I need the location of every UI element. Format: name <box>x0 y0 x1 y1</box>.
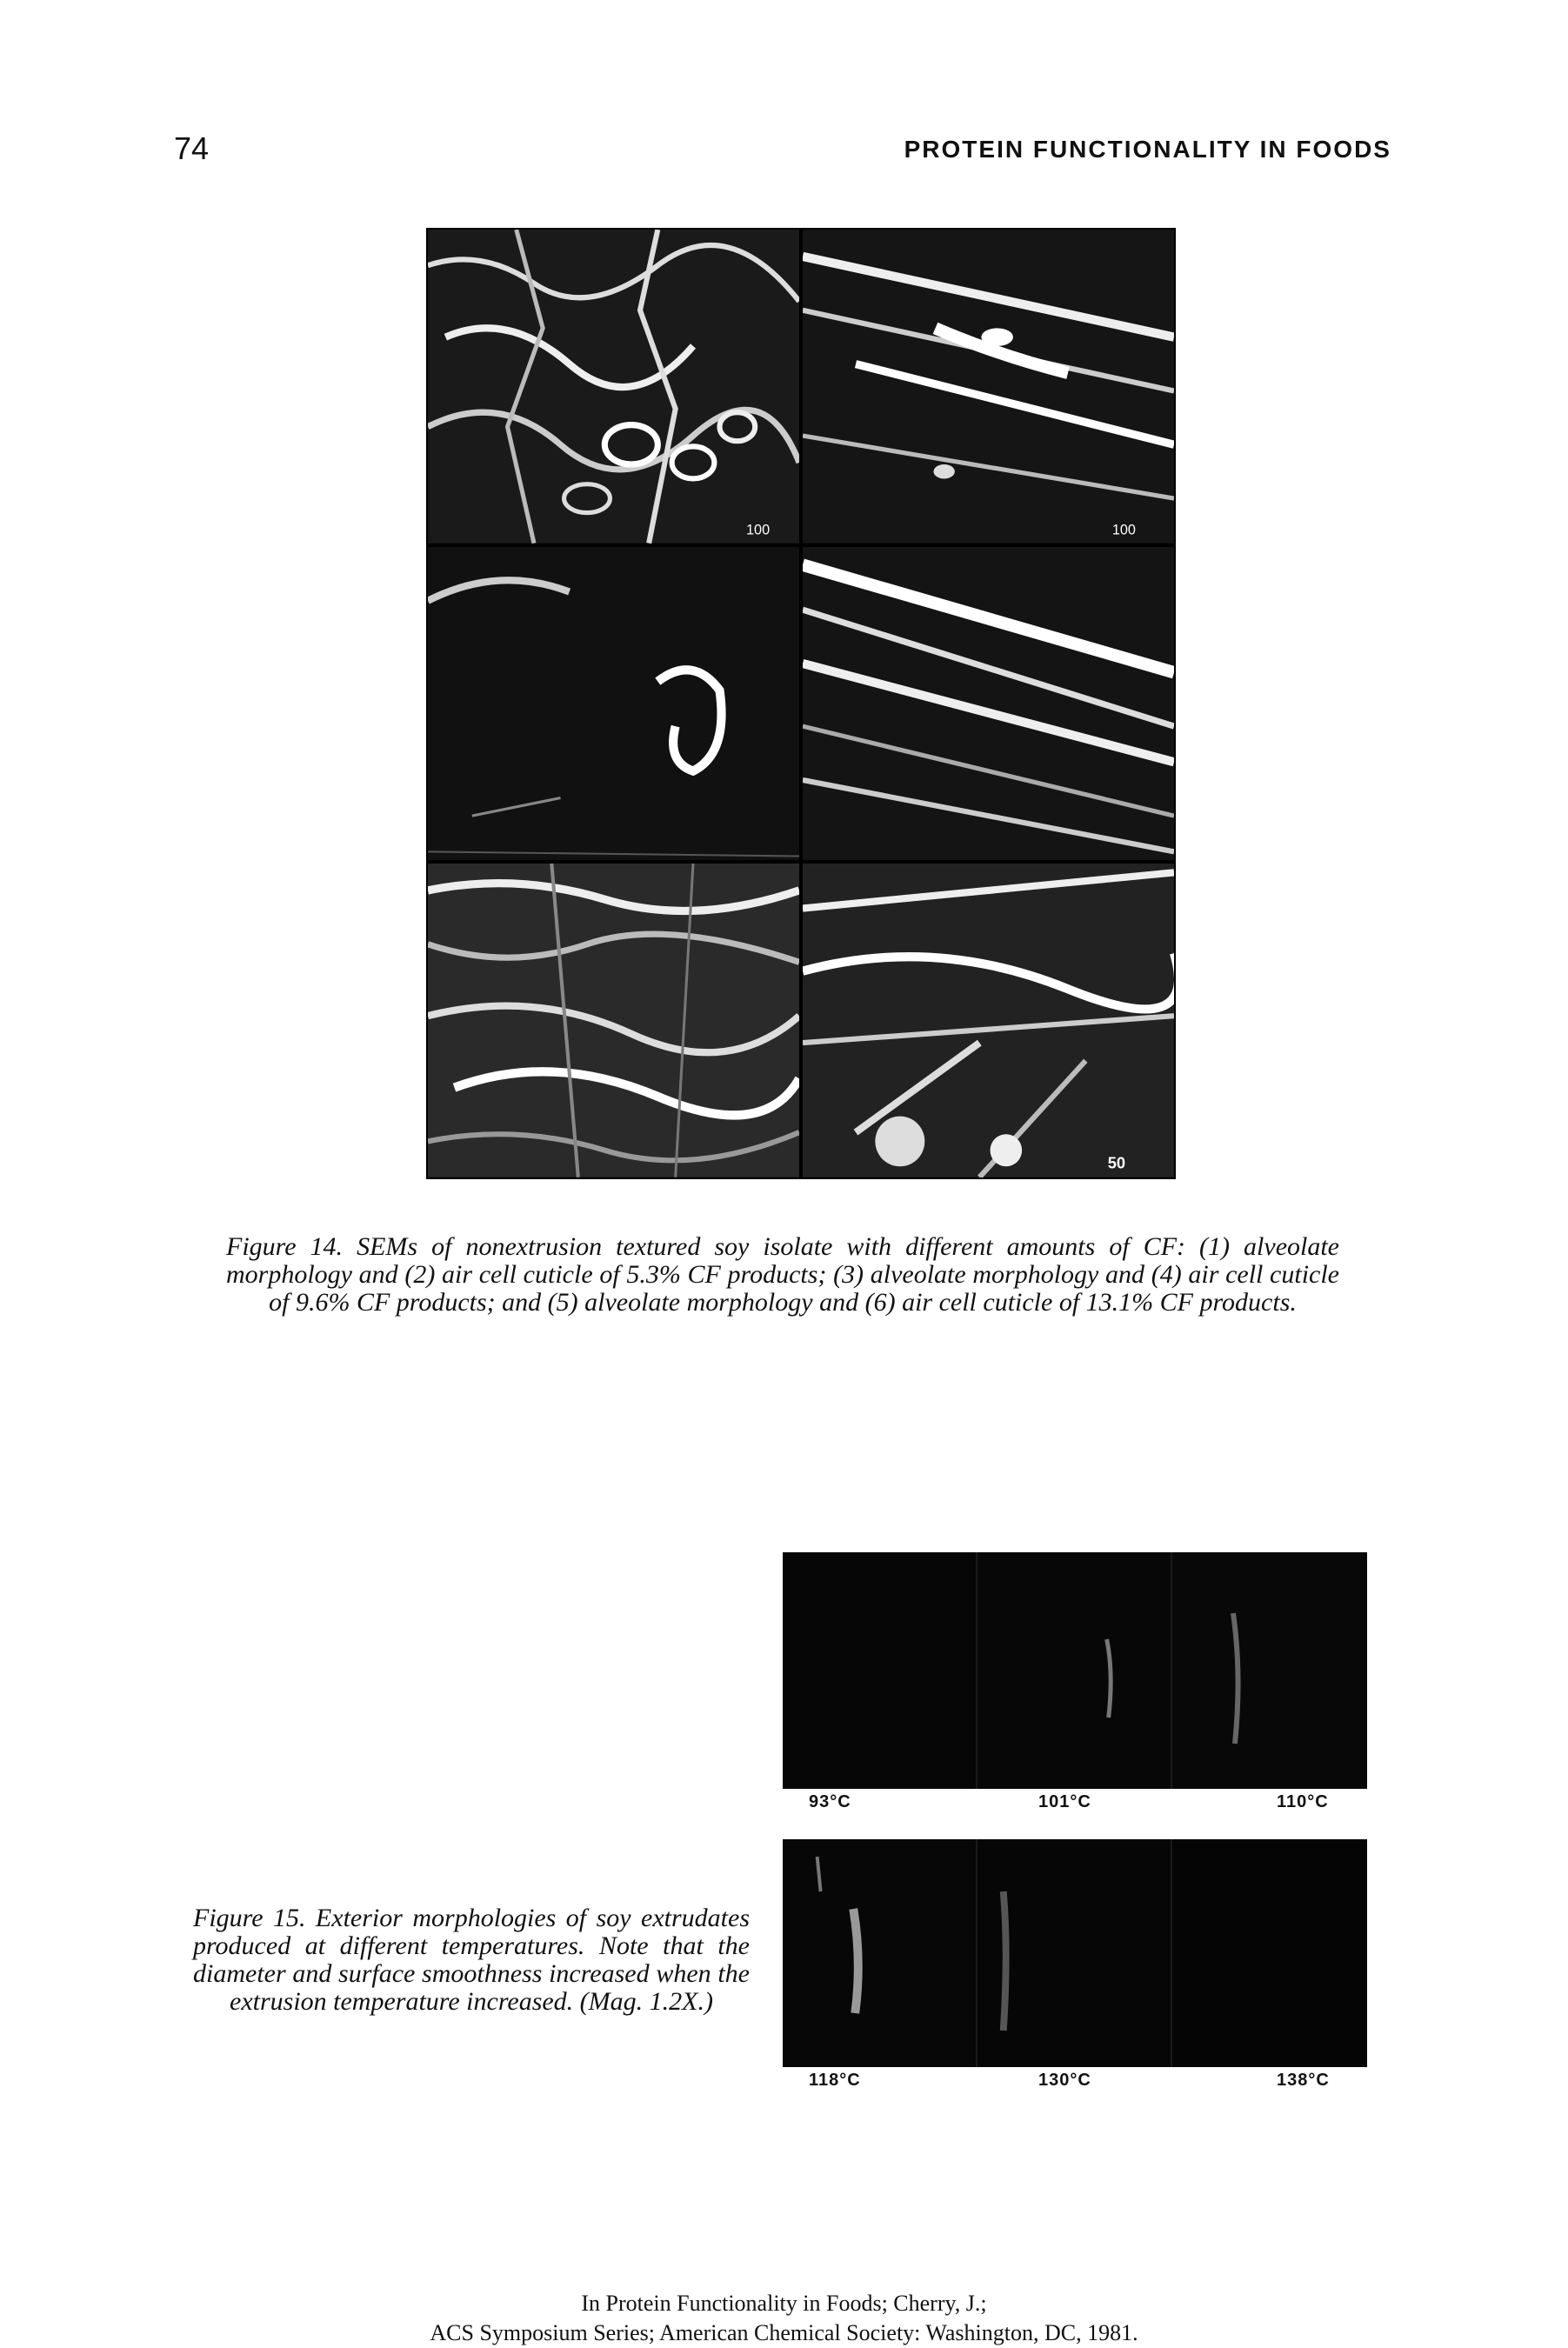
sem-panel-1: 100 <box>428 230 799 544</box>
extrudate-110c <box>1172 1552 1367 1789</box>
figure-15-caption: Figure 15. Exterior morphologies of soy … <box>193 1904 750 2016</box>
sem-panel-3 <box>428 546 799 861</box>
sem-panel-5 <box>428 864 799 1177</box>
extrudates-row-bottom <box>783 1839 1367 2067</box>
sem-image-2: 100 <box>803 230 1174 544</box>
temperature-labels-top: 93°C 101°C 110°C <box>783 1789 1367 1815</box>
temp-label: 110°C <box>1277 1791 1329 1811</box>
citation-line-2: ACS Symposium Series; American Chemical … <box>430 2320 1138 2345</box>
sem-image-4 <box>803 546 1174 861</box>
scale-label: 100 <box>746 522 770 537</box>
sem-image-5 <box>428 864 799 1177</box>
citation-line-1: In Protein Functionality in Foods; Cherr… <box>581 2291 987 2316</box>
extrudate-118c <box>783 1839 977 2067</box>
figure-15-extrudates: 93°C 101°C 110°C 118°C 130°C 138°C <box>783 1552 1367 2093</box>
temp-label: 130°C <box>1038 2070 1091 2090</box>
scale-label: 50 <box>1108 1154 1125 1172</box>
sem-image-3 <box>428 546 799 861</box>
sem-panel-2: 100 <box>803 230 1174 544</box>
scale-label: 100 <box>1112 522 1136 537</box>
temp-label: 93°C <box>809 1791 851 1811</box>
extrudate-130c <box>977 1839 1172 2067</box>
sem-image-1: 100 <box>428 230 799 544</box>
figure-14-caption: Figure 14. SEMs of nonextrusion textured… <box>226 1232 1339 1317</box>
sem-image-6: 50 <box>803 864 1174 1177</box>
sem-panel-6: 50 <box>803 864 1174 1177</box>
extrudate-138c <box>1172 1839 1367 2067</box>
citation-footer: In Protein Functionality in Foods; Cherr… <box>0 2289 1568 2348</box>
temp-label: 118°C <box>809 2070 861 2090</box>
sem-panel-4 <box>803 546 1174 861</box>
figure-14-sem-grid: 100 100 <box>426 228 1176 1179</box>
extrudates-row-top <box>783 1552 1367 1789</box>
temp-label: 138°C <box>1277 2070 1330 2090</box>
temperature-labels-bottom: 118°C 130°C 138°C <box>783 2067 1367 2093</box>
extrudate-101c <box>977 1552 1172 1789</box>
extrudate-93c <box>783 1552 977 1789</box>
running-title: PROTEIN FUNCTIONALITY IN FOODS <box>904 136 1391 163</box>
page-number: 74 <box>174 130 210 166</box>
temp-label: 101°C <box>1038 1791 1091 1811</box>
page-header: 74 PROTEIN FUNCTIONALITY IN FOODS <box>174 130 1391 183</box>
